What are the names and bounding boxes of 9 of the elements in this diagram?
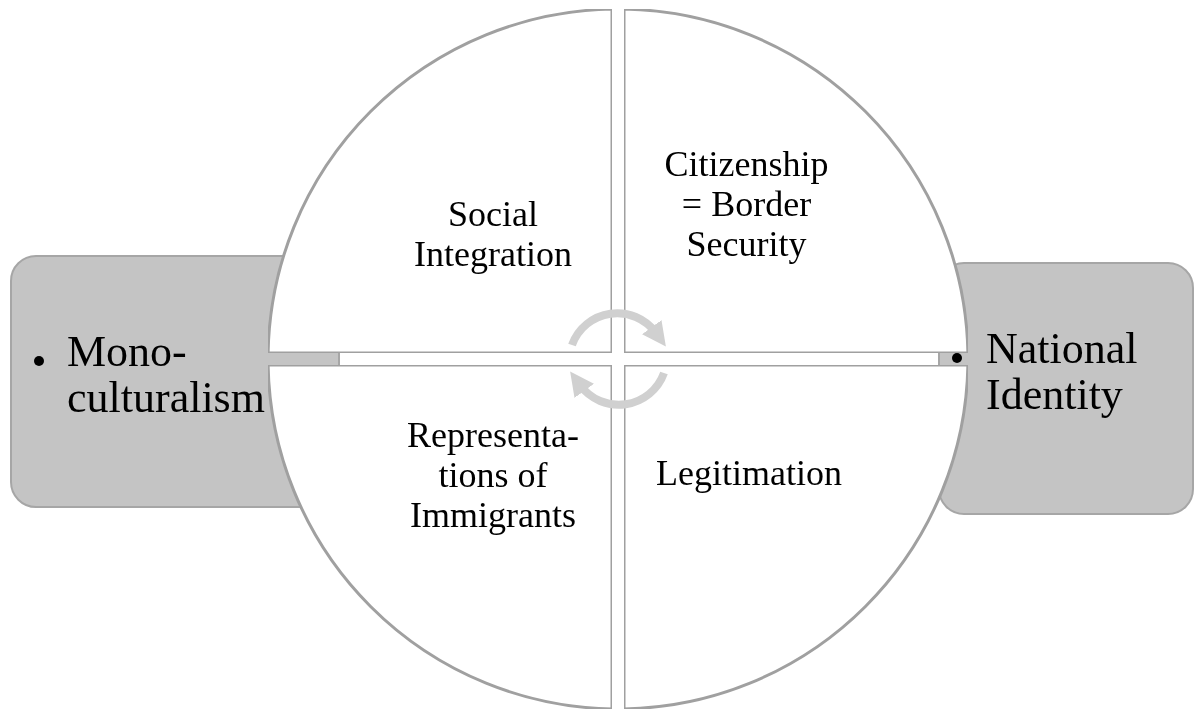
side-label: Mono-culturalism — [67, 329, 266, 421]
cycle-arrow — [568, 309, 667, 347]
quadrant-label: Social Integration — [413, 194, 573, 274]
quadrant-label: Representa-tions of Immigrants — [406, 415, 580, 535]
quadrant-label: Citizenship = Border Security — [663, 144, 830, 264]
side-label: National Identity — [986, 326, 1139, 418]
cycle-arrow — [569, 371, 668, 409]
quadrant-label: Legitimation — [655, 453, 843, 493]
side-box — [938, 262, 1194, 515]
